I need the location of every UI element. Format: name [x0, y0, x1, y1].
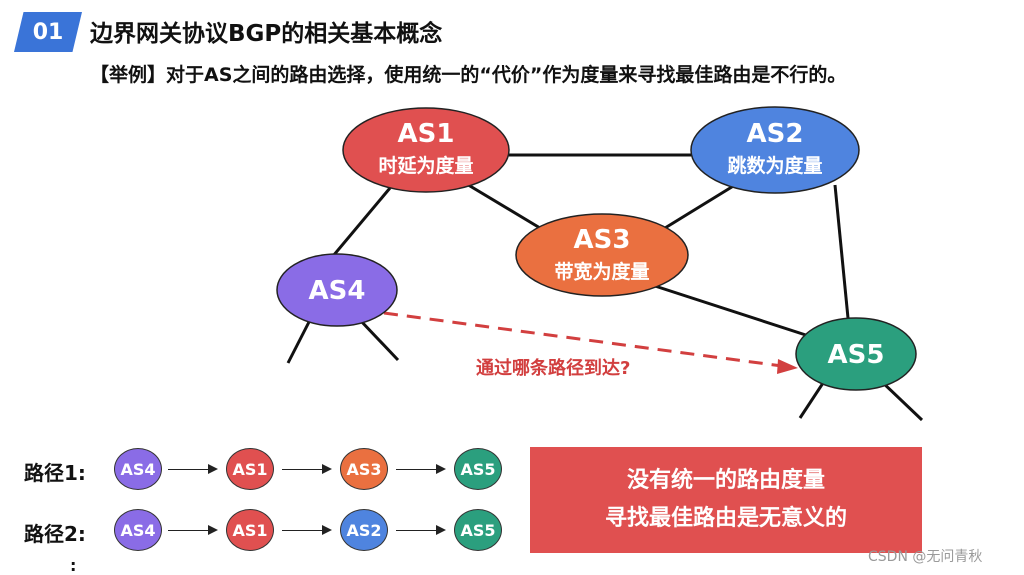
node-as3-metric: 带宽为度量	[554, 260, 649, 283]
path-2-arrow-2	[282, 525, 332, 535]
path-1-hop-3: AS3	[340, 448, 388, 490]
as5-tail-left	[798, 379, 827, 419]
node-as1-name: AS1	[398, 119, 455, 149]
path-2-arrow-3	[396, 525, 446, 535]
path-2-label: 路径2:	[24, 522, 86, 546]
path-2-hop-1: AS4	[114, 509, 162, 551]
link-as3-as5	[654, 284, 816, 340]
path-1-hop-1: AS4	[114, 448, 162, 490]
link-as2-as5	[833, 184, 850, 319]
node-as3-name: AS3	[574, 225, 631, 255]
node-as1: AS1 时延为度量	[342, 107, 510, 193]
link-as1-as3	[459, 178, 541, 230]
section-number-badge: 01	[14, 12, 82, 52]
node-as2-name: AS2	[747, 119, 804, 149]
node-as1-metric: 时延为度量	[378, 154, 473, 177]
path-1-hop-2: AS1	[226, 448, 274, 490]
link-as2-as3	[664, 183, 736, 230]
path-2-hop-2: AS1	[226, 509, 274, 551]
route-arrowhead	[777, 359, 798, 374]
as5-tail-right	[878, 378, 924, 422]
conclusion-box: 没有统一的路由度量 寻找最佳路由是无意义的	[530, 447, 922, 553]
path-1-arrow-2	[282, 464, 332, 474]
stray-colon: :	[70, 556, 77, 575]
conclusion-line-2: 寻找最佳路由是无意义的	[604, 506, 847, 531]
node-as5: AS5	[795, 317, 917, 391]
page-subtitle: 【举例】对于AS之间的路由选择，使用统一的“代价”作为度量来寻找最佳路由是不行的…	[90, 64, 847, 86]
node-as2: AS2 跳数为度量	[690, 106, 860, 194]
as4-tail-right	[358, 318, 400, 362]
node-as4: AS4	[276, 253, 398, 327]
conclusion-line-1: 没有统一的路由度量	[626, 467, 825, 493]
path-2-arrow-1	[168, 525, 218, 535]
route-question-arrow	[383, 311, 783, 368]
node-as2-metric: 跳数为度量	[727, 154, 822, 177]
page-title: 边界网关协议BGP的相关基本概念	[90, 21, 443, 47]
route-question-label: 通过哪条路径到达?	[476, 357, 630, 379]
node-as3: AS3 带宽为度量	[515, 213, 689, 297]
as4-tail-left	[286, 319, 312, 364]
path-1-hop-4: AS5	[454, 448, 502, 490]
node-as5-name: AS5	[828, 340, 885, 370]
path-1-label: 路径1:	[24, 461, 86, 485]
path-1-arrow-3	[396, 464, 446, 474]
watermark: CSDN @无问青秋	[868, 549, 983, 565]
node-as4-name: AS4	[309, 276, 366, 306]
link-as1-as4	[326, 187, 392, 263]
path-2-hop-4: AS5	[454, 509, 502, 551]
path-2-hop-3: AS2	[340, 509, 388, 551]
path-1-arrow-1	[168, 464, 218, 474]
